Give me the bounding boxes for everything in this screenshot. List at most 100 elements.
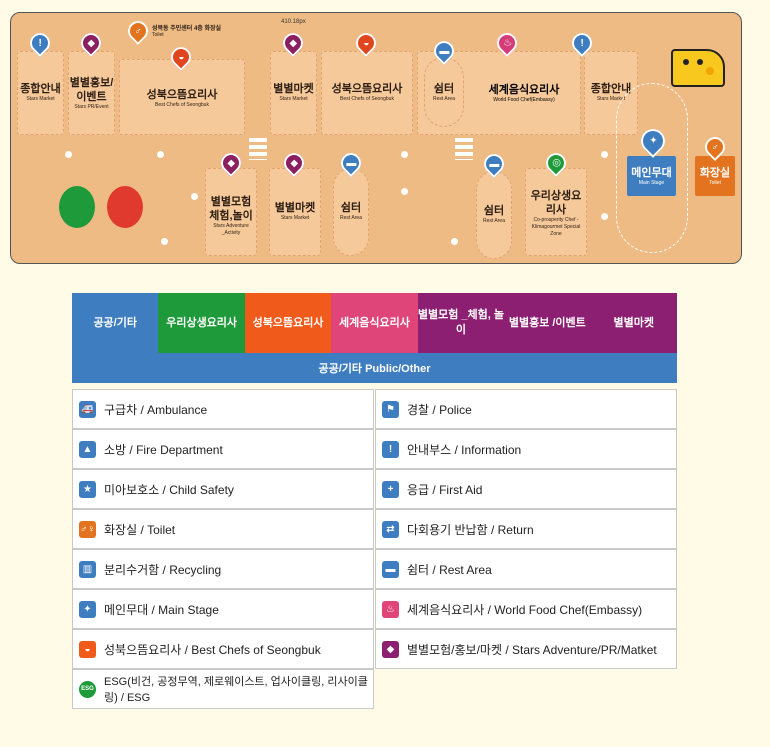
booth-sublabel: Toilet (709, 180, 721, 186)
path-dot (401, 188, 408, 195)
toilet-icon: ♂♀ (79, 520, 96, 538)
booth-rest-3[interactable]: 쉼터 Rest Area (476, 171, 512, 259)
green-mascot-icon (59, 186, 95, 228)
booth-market-1[interactable]: 별별마켓 Stars Market (270, 51, 317, 135)
booth-label: 쉼터 (433, 83, 455, 95)
booth-label: 쉼터 (340, 202, 362, 214)
legend-label: 다회용기 반납함 / Return (407, 522, 534, 537)
path-dot (601, 213, 608, 220)
path-dot (401, 151, 408, 158)
booth-label: 별별마켓 (273, 83, 314, 95)
top-toilet-label-en: Toilet (152, 32, 164, 38)
booth-label: 쉼터 (483, 205, 505, 217)
booth-sublabel: Co-prosperity Chef - Klimagourmet Specia… (531, 217, 581, 237)
legend-item: ♨ 세계음식요리사 / World Food Chef(Embassy) (375, 589, 677, 629)
booth-label: 종합안내 (20, 83, 61, 95)
first-aid-icon: + (382, 480, 399, 498)
category-tab[interactable]: 세계음식요리사 (331, 293, 418, 353)
legend-label: 구급차 / Ambulance (104, 402, 208, 417)
category-tab[interactable]: 성북으뜸요리사 (244, 293, 332, 353)
category-tab[interactable]: 별별마켓 (590, 293, 677, 353)
cheese-mascot-icon (671, 49, 725, 87)
police-icon: ⚑ (382, 400, 399, 418)
booth-rest-2[interactable]: 쉼터 Rest Area (333, 168, 369, 256)
path-dot (451, 238, 458, 245)
booth-sublabel: Main Stage (638, 180, 665, 186)
booth-info-right[interactable]: 종합안내 Stars Market (584, 51, 638, 135)
legend-label: 쉼터 / Rest Area (407, 562, 492, 577)
legend-label: 경찰 / Police (407, 402, 472, 417)
legend-item: ★ 미아보호소 / Child Safety (72, 469, 374, 509)
booth-label: 우리상생요리사 (530, 190, 582, 216)
recycling-icon: ▥ (79, 560, 96, 578)
booth-pr-event[interactable]: 별별홍보/이벤트 Stars PR/Event (68, 51, 115, 135)
legend-label: 분리수거함 / Recycling (104, 562, 222, 577)
booth-sublabel: Stars Adventure _Activity (213, 223, 249, 236)
booth-sublabel: Best Chefs of Seongbuk (155, 102, 209, 108)
booth-sublabel: Stars Market (26, 96, 55, 102)
legend-item: ESG ESG(비건, 공정무역, 제로웨이스트, 업사이클링, 리사이클링) /… (72, 669, 374, 709)
esg-icon: ESG (79, 680, 96, 698)
booth-sublabel: World Food Chef(Embassy) (493, 97, 555, 103)
world-food-icon: ♨ (382, 600, 399, 618)
legend-label: 소방 / Fire Department (104, 442, 223, 457)
booth-world-food[interactable]: 세계음식요리사 World Food Chef(Embassy) (469, 81, 579, 103)
category-tab[interactable]: 공공/기타 (72, 293, 159, 353)
booth-sublabel: Stars Market (279, 96, 308, 102)
category-tab[interactable]: 우리상생요리사 (158, 293, 245, 353)
legend-label: 성북으뜸요리사 / Best Chefs of Seongbuk (104, 642, 321, 657)
information-icon: ! (382, 440, 399, 458)
red-mascot-icon (107, 186, 143, 228)
booth-coprosperity[interactable]: 우리상생요리사 Co-prosperity Chef - Klimagourme… (525, 168, 587, 256)
path-dot (157, 151, 164, 158)
legend-item: ◆별별모험/홍보/마켓 / Stars Adventure/PR/Matket (375, 629, 677, 669)
booth-sublabel: Best Chefs of Seongbuk (340, 96, 394, 102)
top-toilet-label: 성북동 주민센터 4층 화장실 (152, 26, 222, 32)
return-icon: ⇄ (382, 520, 399, 538)
legend-label: ESG(비건, 공정무역, 제로웨이스트, 업사이클링, 리사이클링) / ES… (104, 676, 368, 704)
legend-header: 공공/기타 Public/Other (72, 353, 677, 383)
festival-map: ♂ 성북동 주민센터 4층 화장실 Toilet 410.18px 종합안내 S… (10, 12, 742, 264)
booth-label: 별별모험체험,놀이 (209, 196, 253, 222)
legend-label: 메인무대 / Main Stage (104, 602, 219, 617)
booth-sublabel: Rest Area (433, 96, 455, 102)
booth-label: 메인무대 (631, 167, 672, 179)
booth-info-left[interactable]: 종합안내 Stars Market (17, 51, 64, 135)
booth-rest-1[interactable]: 쉼터 Rest Area (424, 57, 464, 127)
path-dot (191, 193, 198, 200)
legend-label: 미아보호소 / Child Safety (104, 482, 234, 497)
booth-chefs-2[interactable]: 성북으뜸요리사 Best Chefs of Seongbuk (321, 51, 413, 135)
legend-item: ▬ 쉼터 / Rest Area (375, 549, 677, 589)
booth-sublabel: Stars Market (280, 215, 310, 221)
scale-text: 410.18px (281, 19, 306, 25)
category-tab[interactable]: 별별모험 _체험, 놀이 (417, 293, 505, 353)
toilet-pin-icon[interactable]: ♂ (123, 16, 153, 46)
category-tab[interactable]: 별별홍보 /이벤트 (504, 293, 591, 353)
ambulance-icon: 🚑 (79, 400, 96, 418)
legend-item: ▲ 소방 / Fire Department (72, 429, 374, 469)
child-safety-icon: ★ (79, 480, 96, 498)
path-dot (601, 151, 608, 158)
rest-area-icon: ▬ (382, 560, 399, 578)
legend-item: ⇄ 다회용기 반납함 / Return (375, 509, 677, 549)
booth-adventure[interactable]: 별별모험체험,놀이 Stars Adventure _Activity (205, 168, 257, 256)
booth-chefs-1[interactable]: 성북으뜸요리사 Best Chefs of Seongbuk (119, 59, 245, 135)
path-dot (65, 151, 72, 158)
booth-label: 별별홍보/이벤트 (69, 77, 114, 103)
legend-label: 화장실 / Toilet (104, 522, 176, 537)
booth-sublabel: Rest Area (483, 218, 505, 224)
booth-market-2[interactable]: 별별마켓 Stars Market (269, 168, 321, 256)
fire-department-icon: ▲ (79, 440, 96, 458)
legend-label: 세계음식요리사 / World Food Chef(Embassy) (407, 602, 643, 617)
stairs-icon (455, 138, 473, 160)
legend-item: ✦메인무대 / Main Stage (72, 589, 374, 629)
booth-sublabel: Rest Area (340, 215, 362, 221)
booth-label: 성북으뜸요리사 (331, 83, 403, 95)
booth-label: 화장실 (699, 167, 731, 179)
booth-main-stage[interactable]: 메인무대 Main Stage (627, 156, 676, 196)
booth-label: 별별마켓 (274, 202, 316, 214)
legend-label: 별별모험/홍보/마켓 / Stars Adventure/PR/Matket (407, 642, 657, 657)
stairs-icon (249, 138, 267, 160)
booth-toilet[interactable]: 화장실 Toilet (695, 156, 735, 196)
